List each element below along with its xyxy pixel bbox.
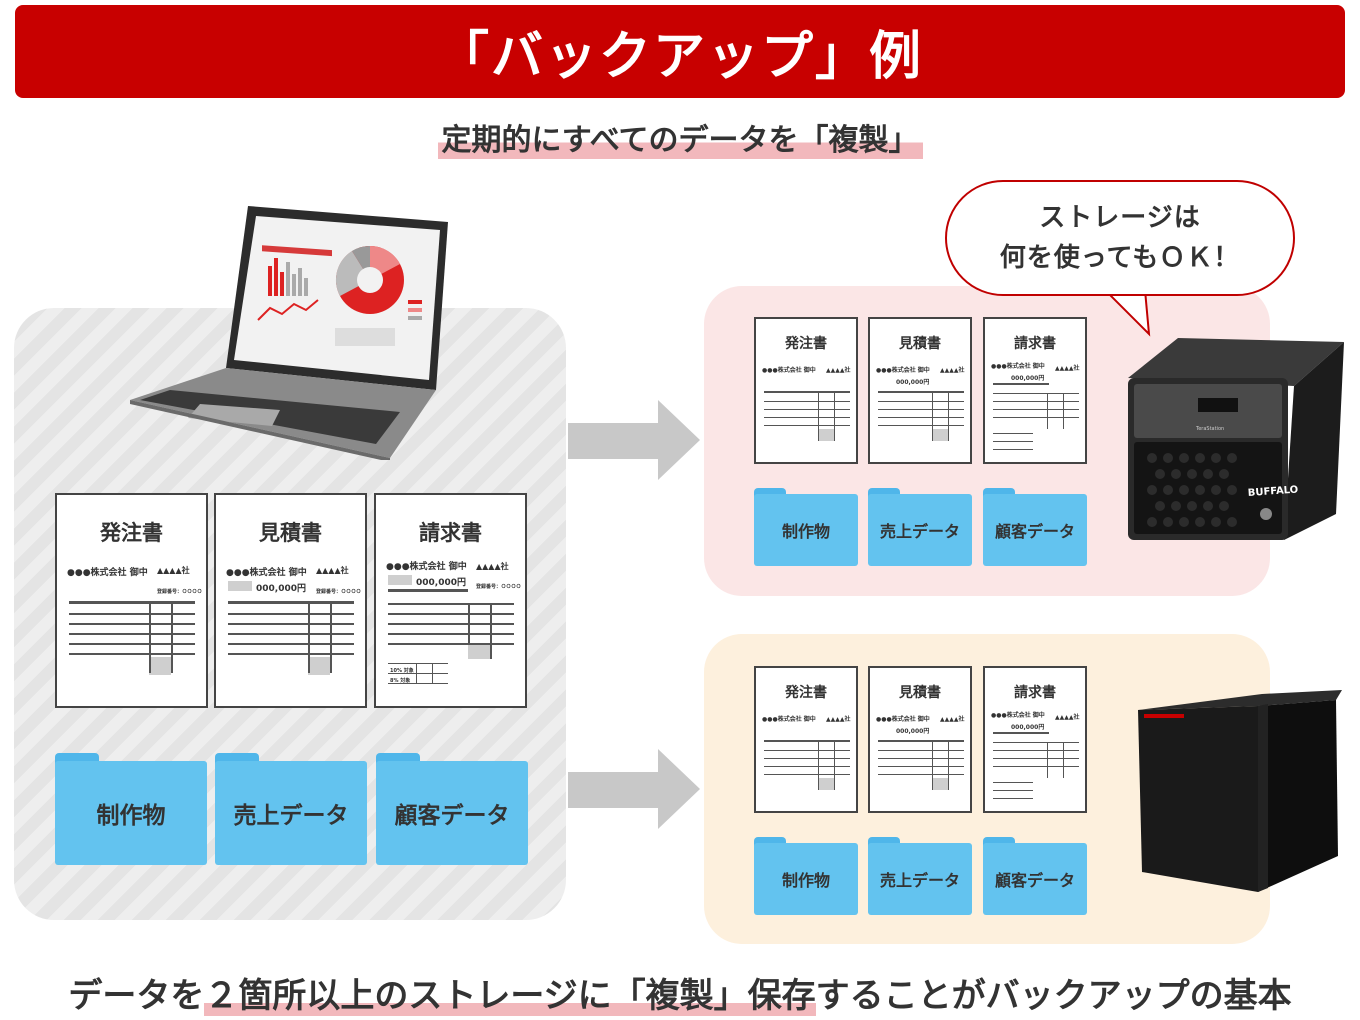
caption-highlight: ２箇所以上のストレージに「複製」保存	[204, 976, 816, 1016]
folder-customers-nas: 顧客データ	[983, 488, 1087, 566]
page-title: 「バックアップ」例	[436, 27, 923, 87]
arrow-to-nas-shaft	[568, 423, 660, 459]
nas-device-icon: TeraStation BUFFALO	[1128, 338, 1344, 540]
folder-sales-large: 売上データ	[215, 753, 367, 865]
svg-text:BUFFALO: BUFFALO	[1247, 484, 1298, 498]
folder-customers-large: 顧客データ	[376, 753, 528, 865]
laptop-icon	[130, 206, 448, 460]
subtitle: 定期的にすべてのデータを「複製」	[437, 115, 923, 159]
folder-works-large: 制作物	[55, 753, 207, 865]
doc-invoice-hdd: 請求書 ●●●株式会社 御中 ▲▲▲▲社 000,000円	[983, 666, 1087, 813]
doc-order-nas: 発注書 ●●●株式会社 御中 ▲▲▲▲社	[754, 317, 858, 464]
folder-works-nas: 制作物	[754, 488, 858, 566]
title-banner: 「バックアップ」例	[15, 5, 1345, 98]
folder-sales-nas: 売上データ	[868, 488, 972, 566]
arrow-to-hdd-head	[658, 749, 700, 829]
svg-text:TeraStation: TeraStation	[1195, 426, 1224, 432]
arrow-to-hdd-shaft	[568, 772, 660, 808]
subtitle-row: 定期的にすべてのデータを「複製」	[0, 115, 1360, 159]
hdd-device-icon	[1138, 690, 1342, 892]
doc-invoice-nas: 請求書 ●●●株式会社 御中 ▲▲▲▲社 000,000円	[983, 317, 1087, 464]
folder-sales-hdd: 売上データ	[868, 837, 972, 915]
bubble-tail	[1105, 290, 1151, 337]
doc-estimate-large: 見積書 ●●●株式会社 御中 ▲▲▲▲社 000,000円 登録番号：ＯＯＯＯ	[214, 493, 367, 708]
doc-order-hdd: 発注書 ●●●株式会社 御中 ▲▲▲▲社	[754, 666, 858, 813]
doc-estimate-hdd: 見積書 ●●●株式会社 御中 ▲▲▲▲社 000,000円	[868, 666, 972, 813]
speech-bubble: ストレージは 何を使ってもＯＫ！	[945, 180, 1295, 296]
doc-order-large: 発注書 ●●●株式会社 御中 ▲▲▲▲社 登録番号：ＯＯＯＯ	[55, 493, 208, 708]
folder-works-hdd: 制作物	[754, 837, 858, 915]
folder-customers-hdd: 顧客データ	[983, 837, 1087, 915]
arrow-to-nas-head	[658, 400, 700, 480]
bottom-caption: データを２箇所以上のストレージに「複製」保存することがバックアップの基本	[68, 976, 1292, 1016]
doc-invoice-large: 請求書 ●●●株式会社 御中 ▲▲▲▲社 000,000円 登録番号：ＯＯＯＯ …	[374, 493, 527, 708]
doc-estimate-nas: 見積書 ●●●株式会社 御中 ▲▲▲▲社 000,000円	[868, 317, 972, 464]
